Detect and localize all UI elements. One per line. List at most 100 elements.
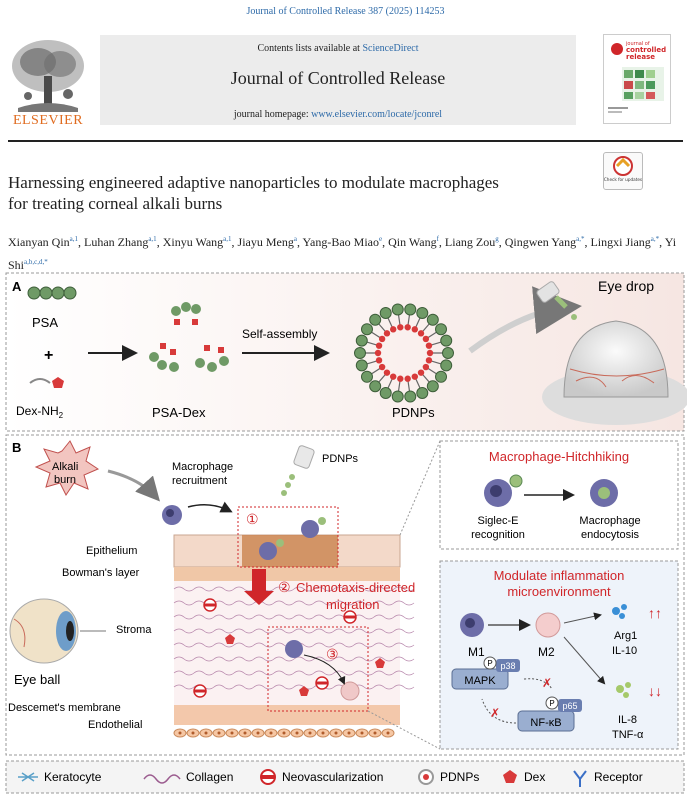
author-separator: ,: [156, 235, 163, 249]
author-affiliation[interactable]: a,1: [69, 235, 79, 243]
p38-label: p38: [500, 661, 515, 671]
eyeball-cornea-illustration: [542, 320, 687, 425]
recruitment-label-2: recruitment: [172, 475, 227, 487]
pdnp-core-bead: [422, 335, 430, 343]
pdnp-core-bead: [397, 324, 404, 331]
mapk-phospho: P: [487, 659, 492, 668]
author-affiliation[interactable]: a: [293, 235, 297, 243]
journal-cover-thumbnail[interactable]: journal of controlled release: [603, 34, 671, 124]
author-name[interactable]: Jiayu Meng: [237, 235, 294, 249]
author-affiliation[interactable]: e: [378, 235, 383, 243]
check-for-updates-badge[interactable]: Check for updates: [603, 152, 643, 190]
author-name[interactable]: Lingxi Jiang: [590, 235, 651, 249]
psa-label: PSA: [32, 315, 58, 330]
arrow-macrophage-to-tissue: [187, 501, 233, 513]
author-name[interactable]: Qin Wang: [388, 235, 437, 249]
m1-label: M1: [468, 645, 485, 659]
il10-label: IL-10: [612, 645, 637, 657]
sciencedirect-link[interactable]: ScienceDirect: [362, 43, 419, 54]
pdnp-shell-bead: [426, 380, 439, 393]
inhibit-path-mapk: [523, 678, 553, 690]
endothelial-nucleus: [230, 731, 234, 735]
pdnp-dropper-icon: [281, 445, 315, 496]
author-separator: ,: [438, 235, 445, 249]
cover-line3: release: [626, 53, 655, 61]
author-name[interactable]: Yi Shi: [8, 235, 677, 272]
inhibit-path-nfkb: [481, 698, 517, 724]
panel-a-label: A: [12, 279, 22, 294]
graphical-abstract-figure: A PSA + Dex-NH2 PSA-Dex Self-assembly PD…: [5, 272, 687, 794]
endothelial-nucleus: [386, 731, 390, 735]
m2-cell-in-stroma-icon: [340, 681, 360, 701]
journal-header-box: Contents lists available at ScienceDirec…: [100, 35, 576, 125]
neovascularization-legend-icon: [260, 769, 276, 785]
bowmans-layer-band: [174, 567, 400, 581]
author-name[interactable]: Yang-Bao Miao: [302, 235, 379, 249]
endothelial-label: Endothelial: [88, 719, 142, 731]
pdnp-shell-bead: [369, 313, 382, 326]
author-affiliation[interactable]: f: [436, 235, 439, 243]
endothelial-nucleus: [243, 731, 247, 735]
migration-arrow-head: [244, 591, 274, 605]
modulate-title-2: microenvironment: [507, 584, 611, 599]
homepage-link[interactable]: www.elsevier.com/locate/jconrel: [311, 109, 443, 120]
contents-prefix: Contents lists available at: [257, 43, 363, 54]
legend-neovascularization: Neovascularization: [282, 770, 383, 784]
endothelial-nucleus: [204, 731, 208, 735]
pdnp-core-bead: [397, 375, 404, 382]
author-name[interactable]: Xianyan Qin: [8, 235, 70, 249]
modulate-title-1: Modulate inflammation: [494, 568, 625, 583]
siglec-label-1: Siglec-E: [478, 515, 519, 527]
arg1-molecule-icon: [612, 604, 627, 619]
author-affiliation[interactable]: a,b,c,d,*: [24, 258, 48, 266]
m2-label: M2: [538, 645, 555, 659]
psa-dex-label: PSA-Dex: [152, 405, 206, 420]
pdnp-core-bead: [426, 349, 434, 357]
endothelial-nucleus: [347, 731, 351, 735]
inhibit-x-2: ✗: [490, 706, 500, 720]
stroma-markers: [193, 598, 385, 698]
pdnp-shell-bead: [440, 334, 453, 347]
pdnp-core-bead: [375, 342, 383, 349]
connector-inflammation: [367, 710, 441, 750]
title-line-2: for treating corneal alkali burns: [8, 194, 223, 213]
pdnp-shell-bead: [379, 306, 392, 319]
author-name[interactable]: Luhan Zhang: [84, 235, 149, 249]
author-affiliation[interactable]: a,*: [576, 235, 585, 243]
pdnp-core-bead: [378, 335, 386, 343]
epithelium-label: Epithelium: [86, 545, 137, 557]
author-affiliation[interactable]: a,1: [223, 235, 232, 243]
siglec-macrophage-icon: [484, 474, 523, 507]
author-affiliation[interactable]: g: [495, 235, 499, 243]
dex-nh2-label: Dex-NH2: [16, 404, 64, 420]
journal-citation[interactable]: Journal of Controlled Release 387 (2025)…: [246, 6, 445, 17]
author-name[interactable]: Xinyu Wang: [162, 235, 224, 249]
dex-nh2-icon: [29, 377, 64, 388]
up-arrows: ↑↑: [648, 605, 662, 621]
author-name[interactable]: Liang Zou: [444, 235, 496, 249]
pdnp-shell-bead: [404, 390, 417, 403]
pdnp-nanoparticle-icon: [354, 303, 454, 403]
neovascularization-bar: [194, 689, 206, 693]
author-name[interactable]: Qingwen Yang: [504, 235, 577, 249]
author-affiliation[interactable]: a,1: [148, 235, 157, 243]
legend-keratocyte: Keratocyte: [44, 770, 102, 784]
endocytosis-label-2: endocytosis: [581, 529, 640, 541]
epithelium-highlight: [242, 535, 338, 567]
dex-legend-icon: [503, 770, 517, 783]
author-separator: ,: [659, 235, 665, 249]
alkali-burn-icon: [34, 440, 100, 496]
pdnp-shell-bead: [355, 334, 368, 347]
author-separator: ,: [498, 235, 505, 249]
author-affiliation[interactable]: a,*: [650, 235, 660, 243]
mapk-label: MAPK: [464, 675, 496, 687]
pdnps-label-b: PDNPs: [322, 453, 359, 465]
migration-arrow-body: [252, 569, 266, 593]
collagen-fiber: [173, 586, 415, 592]
author-separator: ,: [78, 235, 85, 249]
dex-marker: [375, 658, 385, 668]
step1-marker: ①: [246, 511, 259, 527]
pdnp-shell-bead: [435, 323, 448, 336]
header-divider: [8, 140, 683, 142]
neovascularization-bar: [316, 681, 328, 685]
